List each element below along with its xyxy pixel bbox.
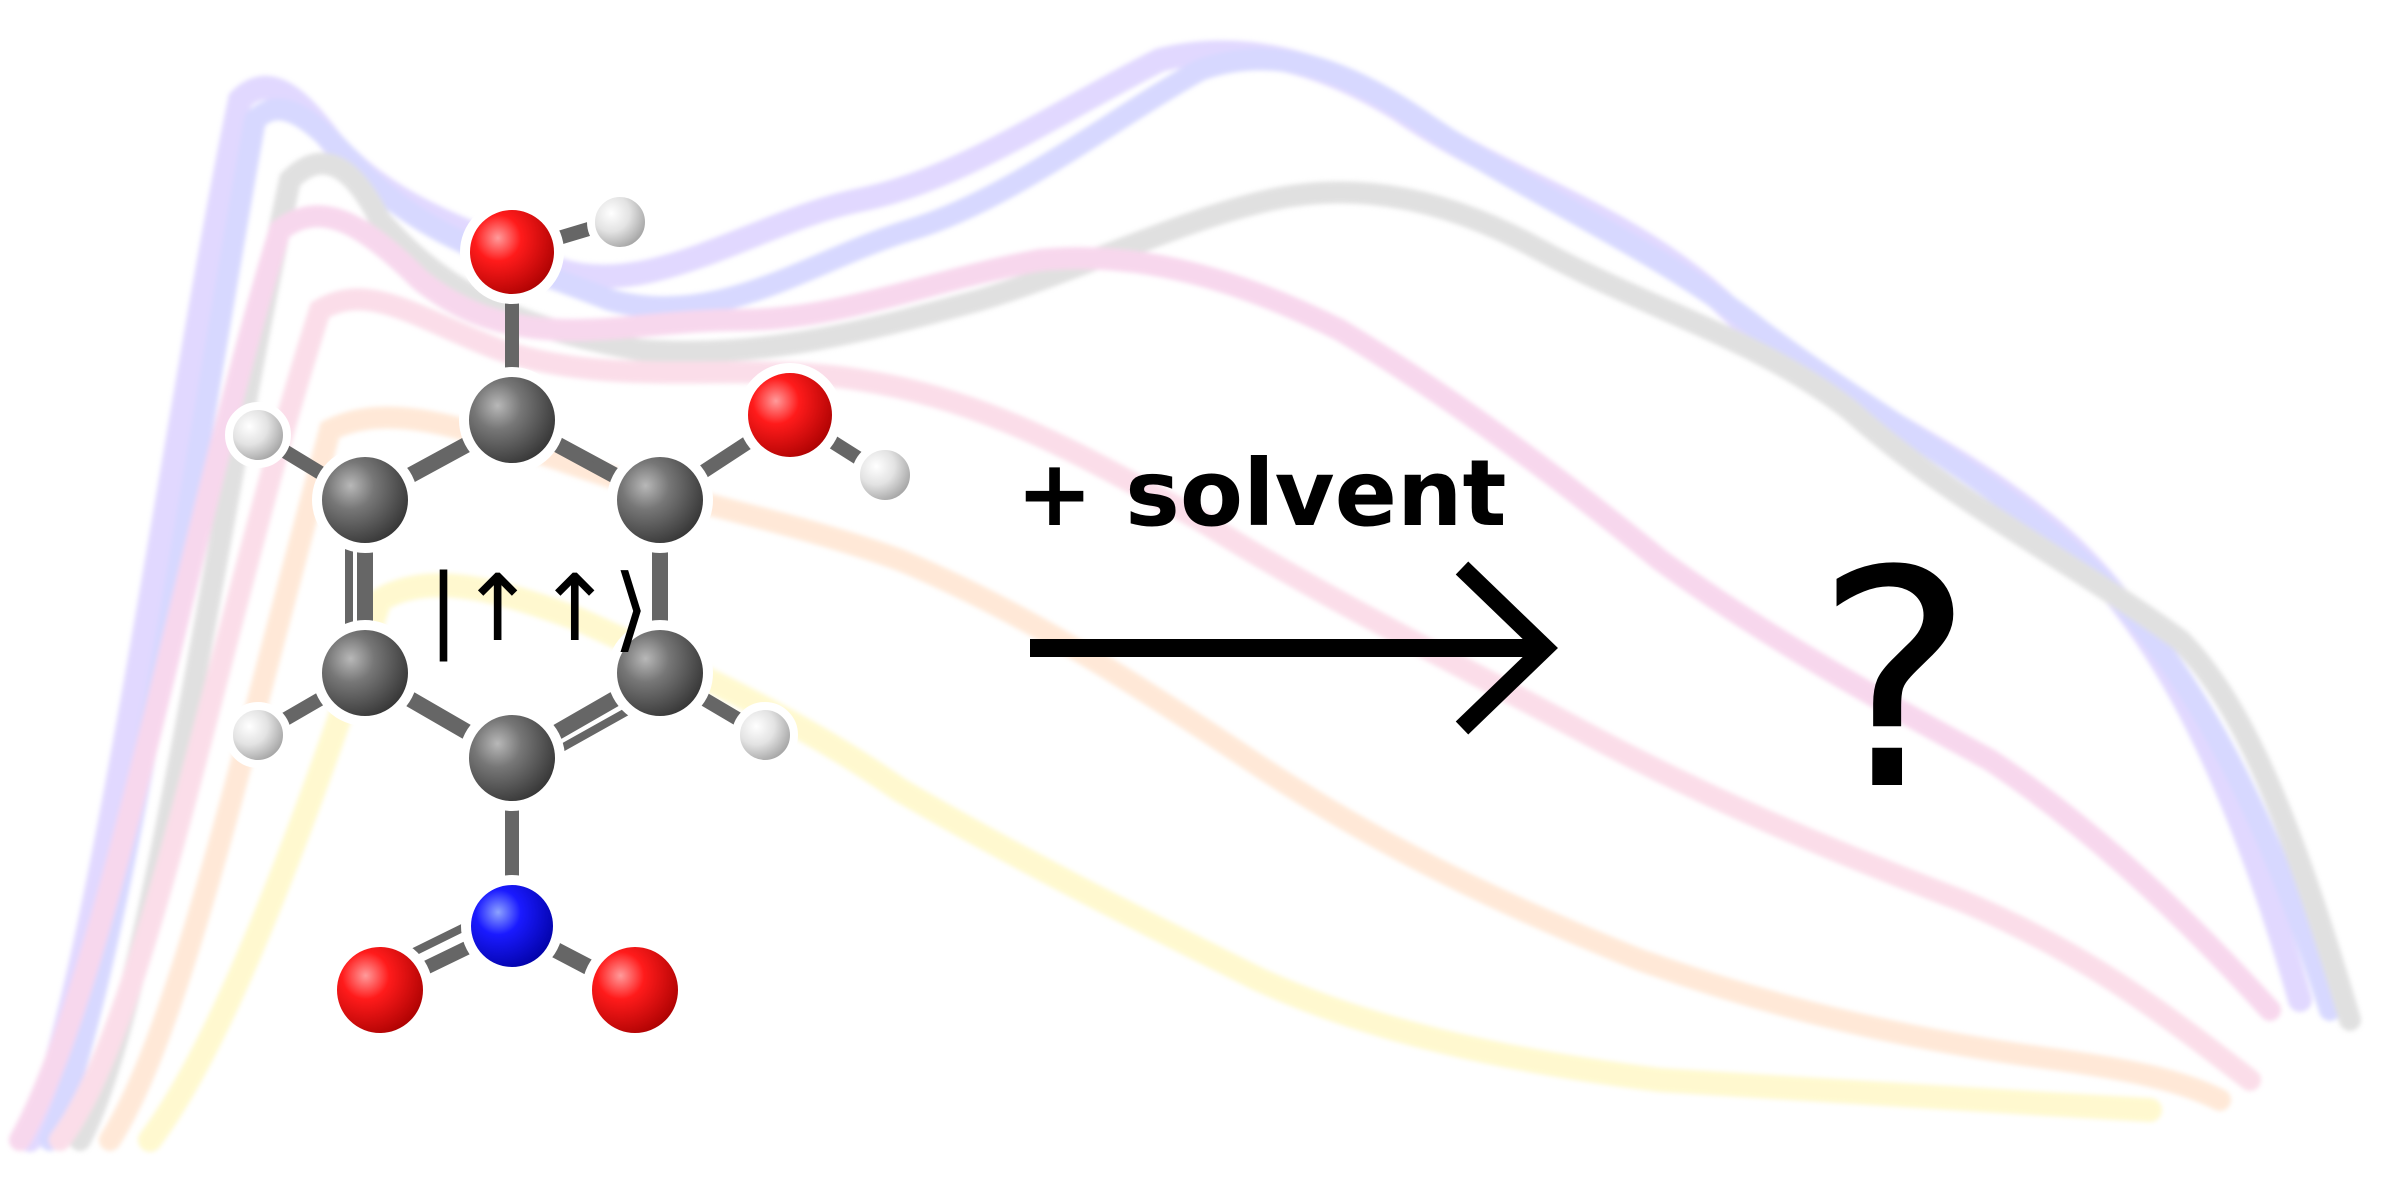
atom-carbon-5 <box>607 620 713 726</box>
atom-oxygen-hydroxyl-right <box>738 363 842 467</box>
atom-hydrogen-hydroxyl-top <box>587 189 653 255</box>
reaction-arrow-head <box>1455 561 1558 735</box>
reaction-annotation: + solvent ? <box>1016 440 1974 856</box>
atom-hydrogen-hydroxyl-right <box>852 442 918 508</box>
atom-carbon-3 <box>607 447 713 553</box>
atom-oxygen-nitro-right <box>582 937 688 1043</box>
atom-oxygen-hydroxyl-top <box>460 200 564 304</box>
ket-label: |↑↑⟩ <box>428 555 649 662</box>
molecule: |↑↑⟩ <box>225 189 918 1043</box>
question-mark: ? <box>1815 507 1974 856</box>
arrow-label: + solvent <box>1016 440 1506 547</box>
atom-hydrogen-ring-2 <box>225 702 291 768</box>
atom-hydrogen-ring-3 <box>732 702 798 768</box>
atom-carbon-6 <box>459 705 565 811</box>
atom-nitrogen-nitro <box>461 875 563 977</box>
spectrum-curve-pink <box>9 205 2281 1151</box>
atom-carbon-1 <box>459 367 565 473</box>
atom-carbon-2 <box>312 447 418 553</box>
atom-hydrogen-ring-1 <box>225 402 291 468</box>
spectrum-curve-orange <box>99 406 2231 1151</box>
spectrum-curve-blue <box>39 48 2341 1151</box>
atom-oxygen-nitro-left <box>327 937 433 1043</box>
atom-carbon-4 <box>312 620 418 726</box>
